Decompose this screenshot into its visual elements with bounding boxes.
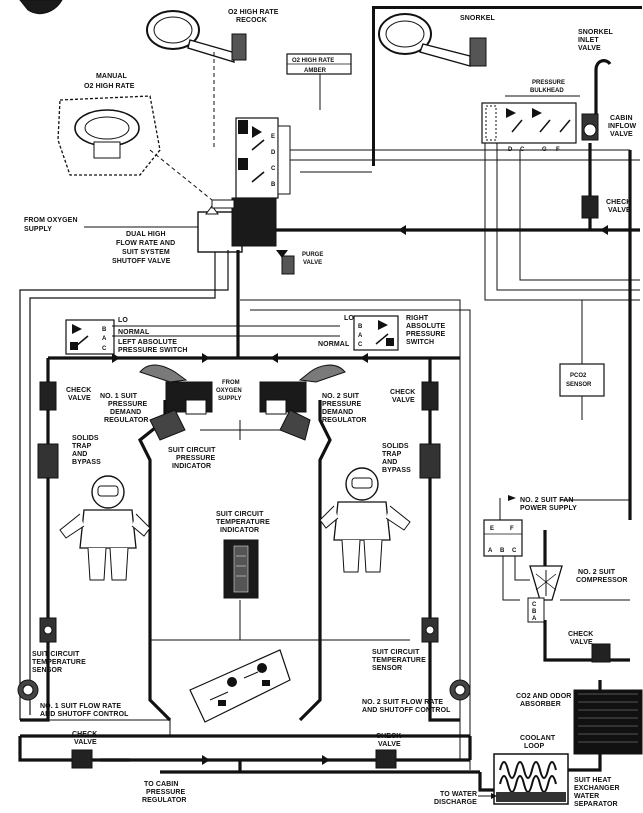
- snorkel-handle-icon[interactable]: [378, 13, 487, 67]
- svg-text:AMBER: AMBER: [304, 68, 327, 74]
- pco2-sensor-icon: PCO2 SENSOR: [559, 363, 605, 397]
- svg-text:SENSOR: SENSOR: [566, 382, 592, 388]
- to-cabin-regulator-label: TO CABIN PRESSURE REGULATOR: [142, 781, 187, 804]
- svg-text:O2 HIGH RATE: O2 HIGH RATE: [292, 58, 334, 64]
- check-valve-bottom-mid-icon: [375, 749, 397, 769]
- astronaut-right-icon: [319, 467, 411, 573]
- check-valve-compressor-icon: [591, 643, 611, 663]
- svg-text:E: E: [271, 134, 275, 140]
- corner-fragment: [19, 0, 63, 15]
- svg-text:C: C: [102, 346, 107, 352]
- check-valve-mid-right-icon: [421, 381, 439, 411]
- compressor-icon: C B A: [527, 565, 563, 623]
- flow-control-panel-icon[interactable]: [189, 649, 291, 723]
- temp-sensor-left-label: SUIT CIRCUIT TEMPERATURE SENSOR: [32, 651, 88, 674]
- no1-flow-control-icon[interactable]: [17, 679, 39, 701]
- solids-right-label: SOLIDS TRAP AND BYPASS: [382, 443, 411, 474]
- oxygen-valve-stack: E D C B: [235, 117, 291, 199]
- svg-text:C: C: [532, 602, 537, 608]
- dual-high-flow-valve-icon[interactable]: [197, 197, 277, 253]
- svg-text:A: A: [102, 336, 107, 342]
- coolant-loop-label: COOLANT LOOP: [520, 735, 557, 750]
- svg-text:PCO2: PCO2: [570, 373, 587, 379]
- solids-left-label: SOLIDS TRAP AND BYPASS: [72, 435, 101, 466]
- check-valve-right-top-icon: [581, 195, 599, 219]
- normal-right-label: NORMAL: [318, 341, 350, 348]
- right-abs-switch-label: RIGHT ABSOLUTE PRESSURE SWITCH: [406, 315, 447, 346]
- right-pressure-switch-icon: B A C: [353, 315, 399, 351]
- svg-text:E: E: [490, 526, 494, 532]
- manual-o2-label: MANUAL O2 HIGH RATE: [84, 73, 135, 90]
- no2-fan-power-label: NO. 2 SUIT FAN POWER SUPPLY: [520, 497, 577, 512]
- snorkel-switch-box: D C G F: [481, 102, 577, 153]
- no2-compressor-label: NO. 2 SUIT COMPRESSOR: [576, 569, 628, 584]
- dual-high-flow-label: DUAL HIGH FLOW RATE AND SUIT SYSTEM SHUT…: [112, 231, 177, 265]
- left-pressure-switch-icon: B A C: [65, 319, 115, 355]
- to-water-discharge-label: TO WATER DISCHARGE: [434, 791, 479, 806]
- snorkel-label: SNORKEL: [460, 15, 496, 22]
- check-valve-bottom-left-icon: [71, 749, 93, 769]
- fan-power-switch-icon[interactable]: E F A B C: [483, 519, 523, 557]
- svg-text:B: B: [102, 327, 107, 333]
- no2-regulator-label: NO. 2 SUIT PRESSURE DEMAND REGULATOR: [322, 393, 367, 424]
- manual-o2-handle-icon[interactable]: [57, 95, 161, 176]
- co2-absorber-icon: [573, 689, 643, 755]
- svg-text:C: C: [271, 166, 276, 172]
- check-valve-compressor-label: CHECK VALVE: [568, 631, 595, 646]
- check-valve-mid-right-label: CHECK VALVE: [390, 389, 417, 404]
- check-valve-left-icon: [39, 381, 57, 411]
- from-oxygen-supply-center-label: FROM OXYGEN SUPPLY: [216, 380, 243, 402]
- from-oxygen-supply-left-label: FROM OXYGEN SUPPLY: [24, 217, 80, 233]
- svg-text:A: A: [532, 616, 537, 622]
- no2-regulator-icon[interactable]: [259, 364, 346, 441]
- svg-text:B: B: [532, 609, 537, 615]
- pressure-bulkhead-label: PRESSURE BULKHEAD: [530, 80, 567, 94]
- temp-indicator-label: SUIT CIRCUIT TEMPERATURE INDICATOR: [216, 511, 272, 534]
- co2-absorber-label: CO2 AND ODOR ABSORBER: [516, 693, 573, 708]
- snorkel-inlet-label: SNORKEL INLET VALVE: [578, 29, 615, 52]
- normal-left-label: NORMAL: [118, 329, 150, 336]
- temperature-gauge-icon: [223, 539, 259, 599]
- heat-exchanger-label: SUIT HEAT EXCHANGER WATER SEPARATOR: [574, 777, 622, 808]
- svg-text:F: F: [510, 526, 514, 532]
- no2-flow-control-label: NO. 2 SUIT FLOW RATE AND SHUTOFF CONTROL: [362, 699, 451, 714]
- purge-valve-icon[interactable]: [276, 250, 295, 275]
- cabin-inflow-label: CABIN INFLOW VALVE: [608, 115, 638, 138]
- o2-high-rate-amber-indicator: O2 HIGH RATE AMBER: [286, 53, 352, 75]
- astronaut-left-icon: [59, 475, 151, 581]
- svg-text:B: B: [358, 324, 363, 330]
- solids-trap-left-icon: [37, 443, 59, 479]
- solids-trap-right-icon: [419, 443, 441, 479]
- temp-sensor-right-icon: [421, 617, 439, 643]
- svg-text:B: B: [271, 182, 276, 188]
- cabin-inflow-valve-icon: [581, 113, 599, 141]
- svg-text:D: D: [271, 150, 276, 156]
- svg-text:C: C: [512, 548, 517, 554]
- temp-sensor-right-label: SUIT CIRCUIT TEMPERATURE SENSOR: [372, 649, 428, 672]
- lo-right-label: LO: [344, 315, 354, 322]
- purge-valve-label: PURGE VALVE: [302, 252, 325, 266]
- o2-recock-label: O2 HIGH RATE RECOCK: [228, 9, 281, 24]
- check-valve-left-label: CHECK VALVE: [66, 387, 93, 402]
- svg-text:B: B: [500, 548, 505, 554]
- check-valve-bottom-mid-label: CHECK VALVE: [376, 733, 403, 748]
- no1-flow-control-label: NO. 1 SUIT FLOW RATE AND SHUTOFF CONTROL: [40, 703, 129, 718]
- left-abs-switch-label: LEFT ABSOLUTE PRESSURE SWITCH: [118, 339, 188, 354]
- no2-flow-control-icon[interactable]: [449, 679, 471, 701]
- o2-recock-handle-icon[interactable]: [146, 10, 247, 64]
- temp-sensor-left-icon: [39, 617, 57, 643]
- check-valve-right-top-label: CHECK VALVE: [606, 199, 633, 214]
- svg-text:A: A: [358, 333, 363, 339]
- no1-regulator-label: NO. 1 SUIT PRESSURE DEMAND REGULATOR: [100, 393, 149, 424]
- no1-regulator-icon[interactable]: [139, 364, 213, 441]
- lo-left-label: LO: [118, 317, 128, 324]
- svg-text:C: C: [358, 342, 363, 348]
- suit-pressure-indicator-label: SUIT CIRCUIT PRESSURE INDICATOR: [168, 447, 218, 470]
- check-valve-bottom-left-label: CHECK VALVE: [72, 731, 99, 746]
- heat-exchanger-icon: [493, 753, 569, 805]
- svg-text:A: A: [488, 548, 493, 554]
